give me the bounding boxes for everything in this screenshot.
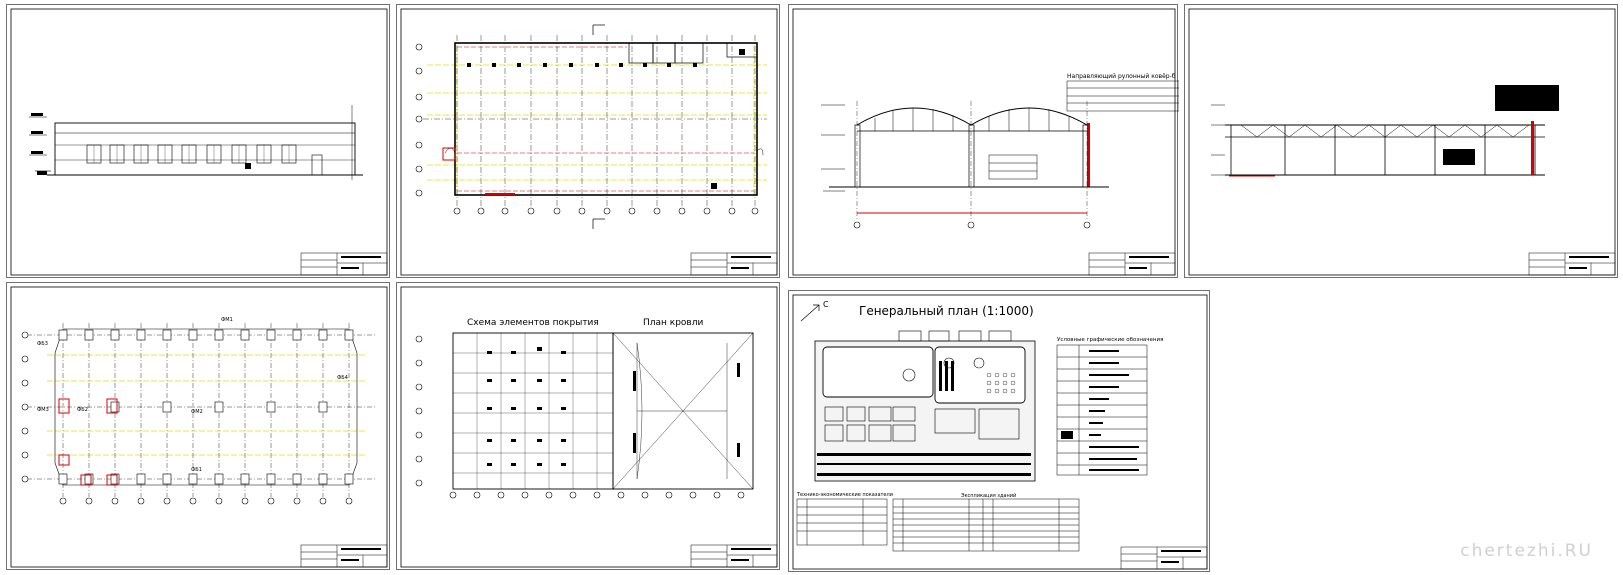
explication-title: Экспликация зданий bbox=[961, 492, 1016, 499]
site-plan-title: Генеральный план (1:1000) bbox=[859, 304, 1034, 318]
axis-label-fb4: ФБ4 bbox=[337, 375, 348, 381]
legend-table bbox=[1056, 344, 1148, 476]
axis-label-fm1: ФМ1 bbox=[221, 317, 233, 323]
floor-plan-drawing bbox=[400, 8, 778, 276]
sheet-roof[interactable]: Схема элементов покрытия План кровли bbox=[396, 282, 780, 570]
roof-plan-title: План кровли bbox=[643, 318, 703, 328]
axis-label-fb3: ФБ3 bbox=[37, 341, 48, 347]
longitudinal-section-drawing bbox=[1188, 8, 1616, 276]
watermark: chertezhi.RU bbox=[1460, 541, 1593, 561]
roof-note-table bbox=[988, 80, 1179, 180]
sheet-longitudinal-section[interactable] bbox=[1184, 4, 1618, 278]
axis-label-fb2: ФБ2 bbox=[77, 407, 88, 413]
sheet-site-plan[interactable]: Генеральный план (1:1000) С bbox=[788, 290, 1210, 572]
sheet-floor-plan[interactable] bbox=[396, 4, 780, 278]
roof-note-title: Направляющий рулонный ковёр-б bbox=[1067, 73, 1176, 80]
tep-title: Технико-экономические показатели bbox=[796, 492, 893, 498]
foundation-plan-drawing: ФМ1 ФМ2 ФМ3 ФБ1 ФБ2 ФБ3 ФБ4 bbox=[10, 286, 388, 568]
roof-drawing: Схема элементов покрытия План кровли bbox=[400, 286, 778, 568]
north-label: С bbox=[823, 300, 829, 309]
title-block bbox=[300, 252, 388, 276]
sheet-foundation-plan[interactable]: ФМ1 ФМ2 ФМ3 ФБ1 ФБ2 ФБ3 ФБ4 bbox=[6, 282, 390, 570]
site-plan-drawing: Генеральный план (1:1000) С bbox=[792, 294, 1208, 570]
facade-drawing bbox=[10, 8, 388, 276]
cross-section-drawing: Направляющий рулонный ковёр-б bbox=[792, 8, 1179, 276]
axis-label-fm2: ФМ2 bbox=[191, 409, 203, 415]
legend-title: Условные графические обозначения bbox=[1057, 337, 1163, 343]
roof-elements-title: Схема элементов покрытия bbox=[467, 318, 599, 328]
axis-label-fm3: ФМ3 bbox=[37, 407, 49, 413]
axis-label-fb1: ФБ1 bbox=[191, 467, 202, 473]
sheet-facade[interactable] bbox=[6, 4, 390, 278]
sheet-cross-section[interactable]: Направляющий рулонный ковёр-б bbox=[788, 4, 1179, 278]
